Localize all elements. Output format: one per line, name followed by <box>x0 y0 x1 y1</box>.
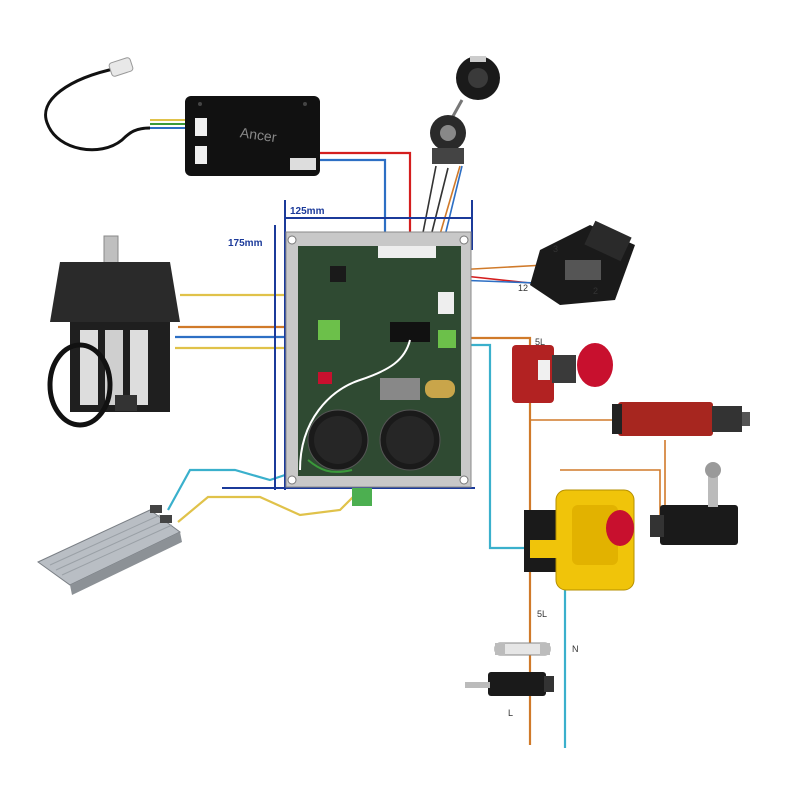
servo-motor <box>47 235 180 428</box>
fuse-holder <box>465 672 554 696</box>
wire-neutral-cyan <box>455 343 545 550</box>
potentiometer <box>430 56 500 164</box>
limit-switch <box>612 402 750 436</box>
brake-resistor <box>37 505 182 595</box>
wire-display-red <box>318 151 412 248</box>
estop-terminal-5l: 5L <box>535 337 545 347</box>
rotary-terminal-3: 3 <box>553 244 558 254</box>
height-dimension-label: 175mm <box>228 238 263 249</box>
glass-fuse <box>494 642 551 656</box>
rotary-switch <box>530 220 635 305</box>
live-label: L <box>508 708 513 718</box>
width-dimension-label: 125mm <box>290 206 325 217</box>
dimension-lines <box>222 200 475 490</box>
wire-resistor-yellow <box>177 489 361 523</box>
wire-resistor-cyan <box>167 468 301 511</box>
rotary-terminal-2: 2 <box>593 286 598 296</box>
rotary-terminal-12: 12 <box>518 283 528 293</box>
roller-limit-switch <box>650 462 738 545</box>
neutral-label: N <box>572 644 579 654</box>
display-module: Ancer <box>185 96 320 176</box>
magnetic-switch <box>524 489 635 591</box>
emergency-stop-button <box>512 343 613 403</box>
temperature-probe <box>44 57 195 152</box>
controller-board <box>285 231 472 506</box>
line-5l-label: 5L <box>537 609 547 619</box>
display-brand-text: Ancer <box>239 124 278 145</box>
wire-estop-orange <box>450 336 532 745</box>
